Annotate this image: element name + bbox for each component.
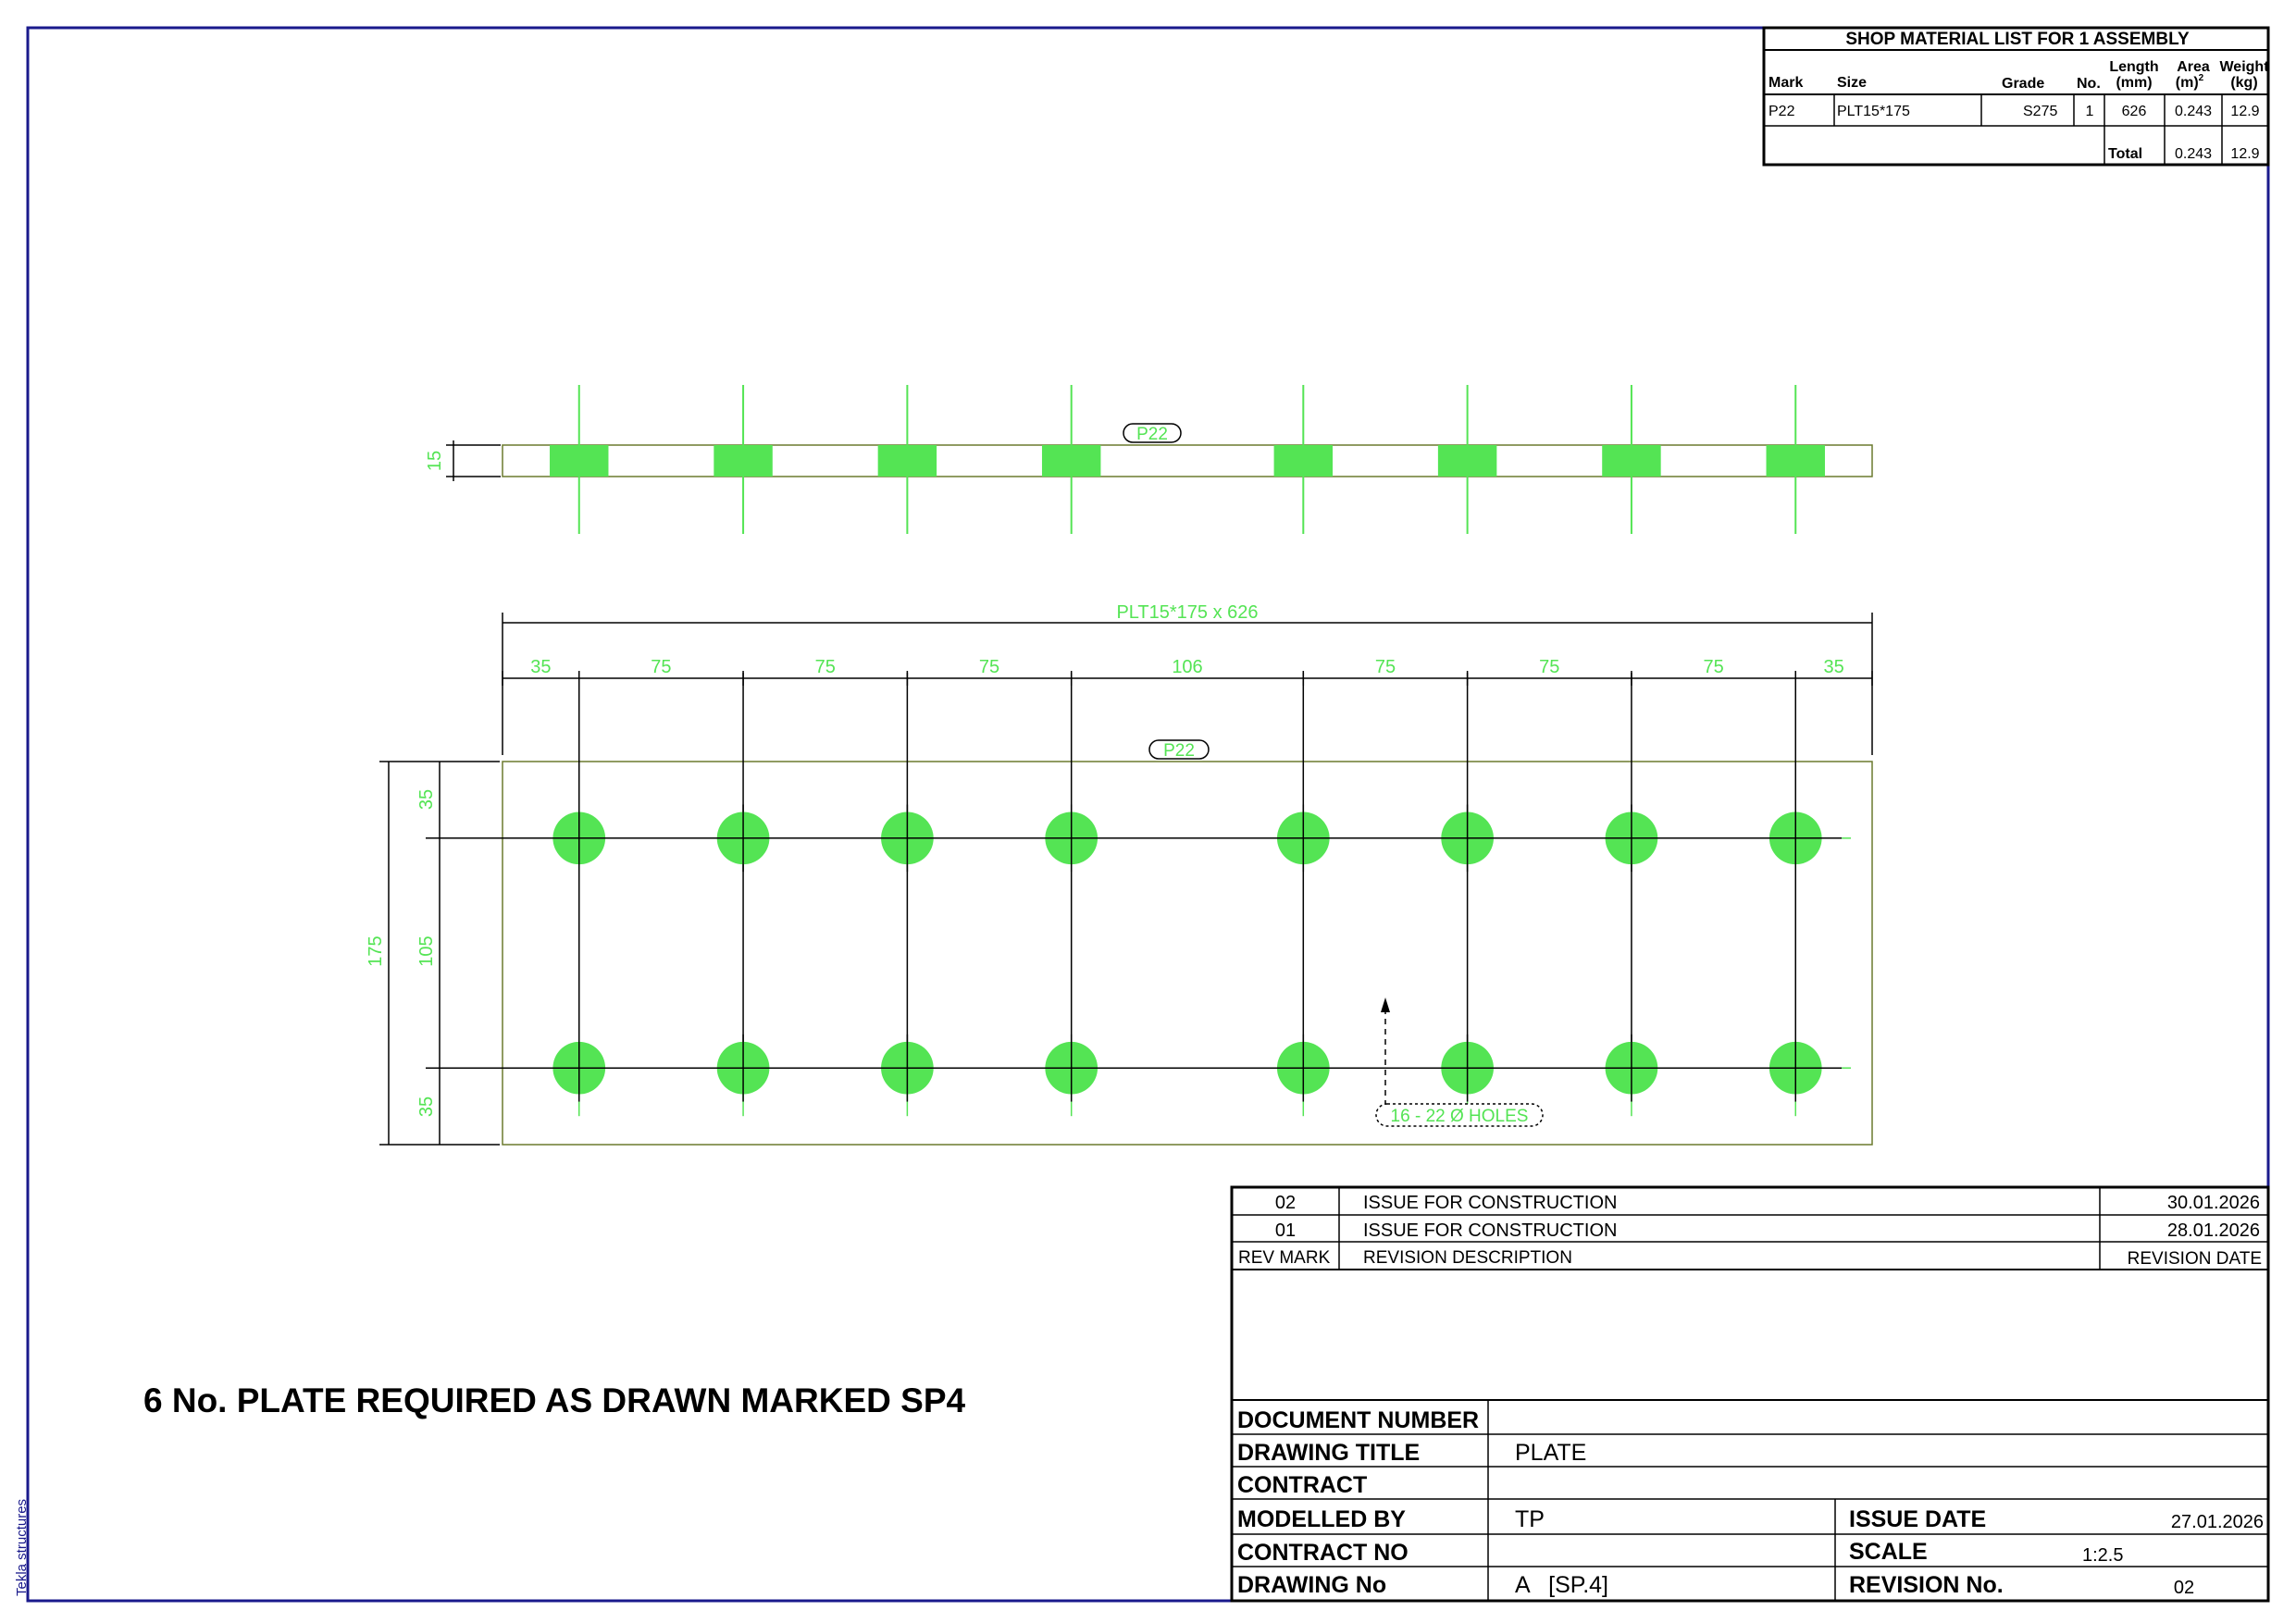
row-area: 0.243 xyxy=(2175,104,2212,119)
spacing-dim-label: 75 xyxy=(979,657,999,677)
spacing-dim-label: 75 xyxy=(1375,657,1396,677)
issue-date-label: ISSUE DATE xyxy=(1849,1506,1986,1532)
revision-row-1-date: 30.01.2026 xyxy=(2167,1193,2260,1213)
spacing-dim-label: 75 xyxy=(1703,657,1723,677)
plan-view-part-label-frame xyxy=(1148,739,1210,760)
revision-header-date: REVISION DATE xyxy=(2128,1249,2262,1269)
spacing-dim-labels: 35 75 75 75 106 75 75 75 35 xyxy=(502,657,1873,686)
spacing-dim-label: 35 xyxy=(530,657,551,677)
plan-view-plate xyxy=(502,761,1873,1146)
revision-row-2-mark: 01 xyxy=(1275,1220,1296,1241)
contract-label: CONTRACT xyxy=(1237,1472,1367,1498)
area-unit-superscript: 2 xyxy=(2199,73,2204,83)
height-dim-bottom: 35 xyxy=(416,1096,437,1117)
material-list-header-size: Size xyxy=(1837,75,1867,91)
row-grade: S275 xyxy=(2023,104,2057,119)
side-view-plate xyxy=(502,444,1873,477)
revision-header-mark: REV MARK xyxy=(1238,1248,1331,1268)
plan-view-part-label: P22 xyxy=(1163,741,1195,761)
material-list-header-length: Length xyxy=(2109,59,2158,75)
height-dim-top: 35 xyxy=(416,789,437,810)
revision-row-2-date: 28.01.2026 xyxy=(2167,1220,2260,1241)
material-list xyxy=(1762,26,2270,167)
total-weight: 12.9 xyxy=(2230,146,2259,162)
material-list-header-mark: Mark xyxy=(1769,75,1803,91)
revision-header-description: REVISION DESCRIPTION xyxy=(1363,1248,1572,1268)
height-dim-middle: 105 xyxy=(416,935,437,966)
row-mark: P22 xyxy=(1769,104,1795,119)
material-list-title: SHOP MATERIAL LIST FOR 1 ASSEMBLY xyxy=(1845,30,2190,49)
material-list-header-area-unit: (m)2 xyxy=(2176,73,2204,91)
total-label: Total xyxy=(2108,146,2142,162)
row-size: PLT15*175 xyxy=(1837,104,1910,119)
drawing-no-label: DRAWING No xyxy=(1237,1572,1386,1598)
side-view-part-label-frame xyxy=(1123,423,1182,443)
revision-no-label: REVISION No. xyxy=(1849,1572,2004,1598)
overall-dim-text: PLT15*175 x 626 xyxy=(1116,602,1258,623)
row-no: 1 xyxy=(2086,104,2094,119)
row-weight: 12.9 xyxy=(2230,104,2259,119)
revision-no-value: 02 xyxy=(2174,1578,2194,1598)
total-area: 0.243 xyxy=(2175,146,2212,162)
software-watermark: Tekla structures xyxy=(14,1499,30,1596)
spacing-dim-label: 75 xyxy=(651,657,671,677)
drawing-title-label: DRAWING TITLE xyxy=(1237,1440,1420,1466)
holes-label-frame xyxy=(1375,1103,1544,1127)
spacing-dim-label: 106 xyxy=(1172,657,1202,677)
row-length: 626 xyxy=(2122,104,2147,119)
hole-pattern xyxy=(545,804,1830,1102)
sheet-border xyxy=(26,26,2270,1603)
material-list-header-length-unit: (mm) xyxy=(2116,75,2152,91)
modelled-by-label: MODELLED BY xyxy=(1237,1506,1406,1532)
material-list-header-no: No. xyxy=(2077,76,2101,92)
modelled-by-value: TP xyxy=(1515,1506,1545,1532)
material-list-header-weight: Weight xyxy=(2219,59,2269,75)
drawing-title-value: PLATE xyxy=(1515,1440,1586,1466)
scale-value: 1:2.5 xyxy=(2082,1545,2123,1566)
material-list-row: P22 PLT15*175 S275 1 626 0.243 12.9 xyxy=(1769,104,2260,119)
issue-date-value: 27.01.2026 xyxy=(2171,1512,2264,1532)
revision-row-1-mark: 02 xyxy=(1275,1193,1296,1213)
side-view: 15 P22 xyxy=(425,385,1873,534)
revision-row-1-description: ISSUE FOR CONSTRUCTION xyxy=(1363,1193,1617,1213)
material-list-header-weight-unit: (kg) xyxy=(2230,75,2257,91)
spacing-dim-label: 75 xyxy=(815,657,836,677)
holes-leader-arrow xyxy=(1381,997,1390,1012)
revision-row-2-description: ISSUE FOR CONSTRUCTION xyxy=(1363,1220,1617,1241)
drawing-no-value: A [SP.4] xyxy=(1515,1572,1608,1598)
height-dim-total: 175 xyxy=(366,935,386,966)
scale-label: SCALE xyxy=(1849,1539,1928,1565)
contract-no-label: CONTRACT NO xyxy=(1237,1540,1409,1566)
plate-requirement-note: 6 No. PLATE REQUIRED AS DRAWN MARKED SP4 xyxy=(143,1381,965,1419)
material-list-header-area: Area xyxy=(2177,59,2210,75)
holes-label: 16 - 22 Ø HOLES xyxy=(1391,1107,1529,1126)
side-view-part-label: P22 xyxy=(1136,425,1168,444)
spacing-dim-label: 75 xyxy=(1539,657,1559,677)
side-view-bolt-group xyxy=(550,385,1825,534)
title-block-frame xyxy=(1230,1185,2270,1603)
material-list-header-grade: Grade xyxy=(2002,76,2044,92)
thickness-dim-text: 15 xyxy=(425,451,445,471)
document-number-label: DOCUMENT NUMBER xyxy=(1237,1407,1479,1433)
spacing-dim-label: 35 xyxy=(1824,657,1844,677)
